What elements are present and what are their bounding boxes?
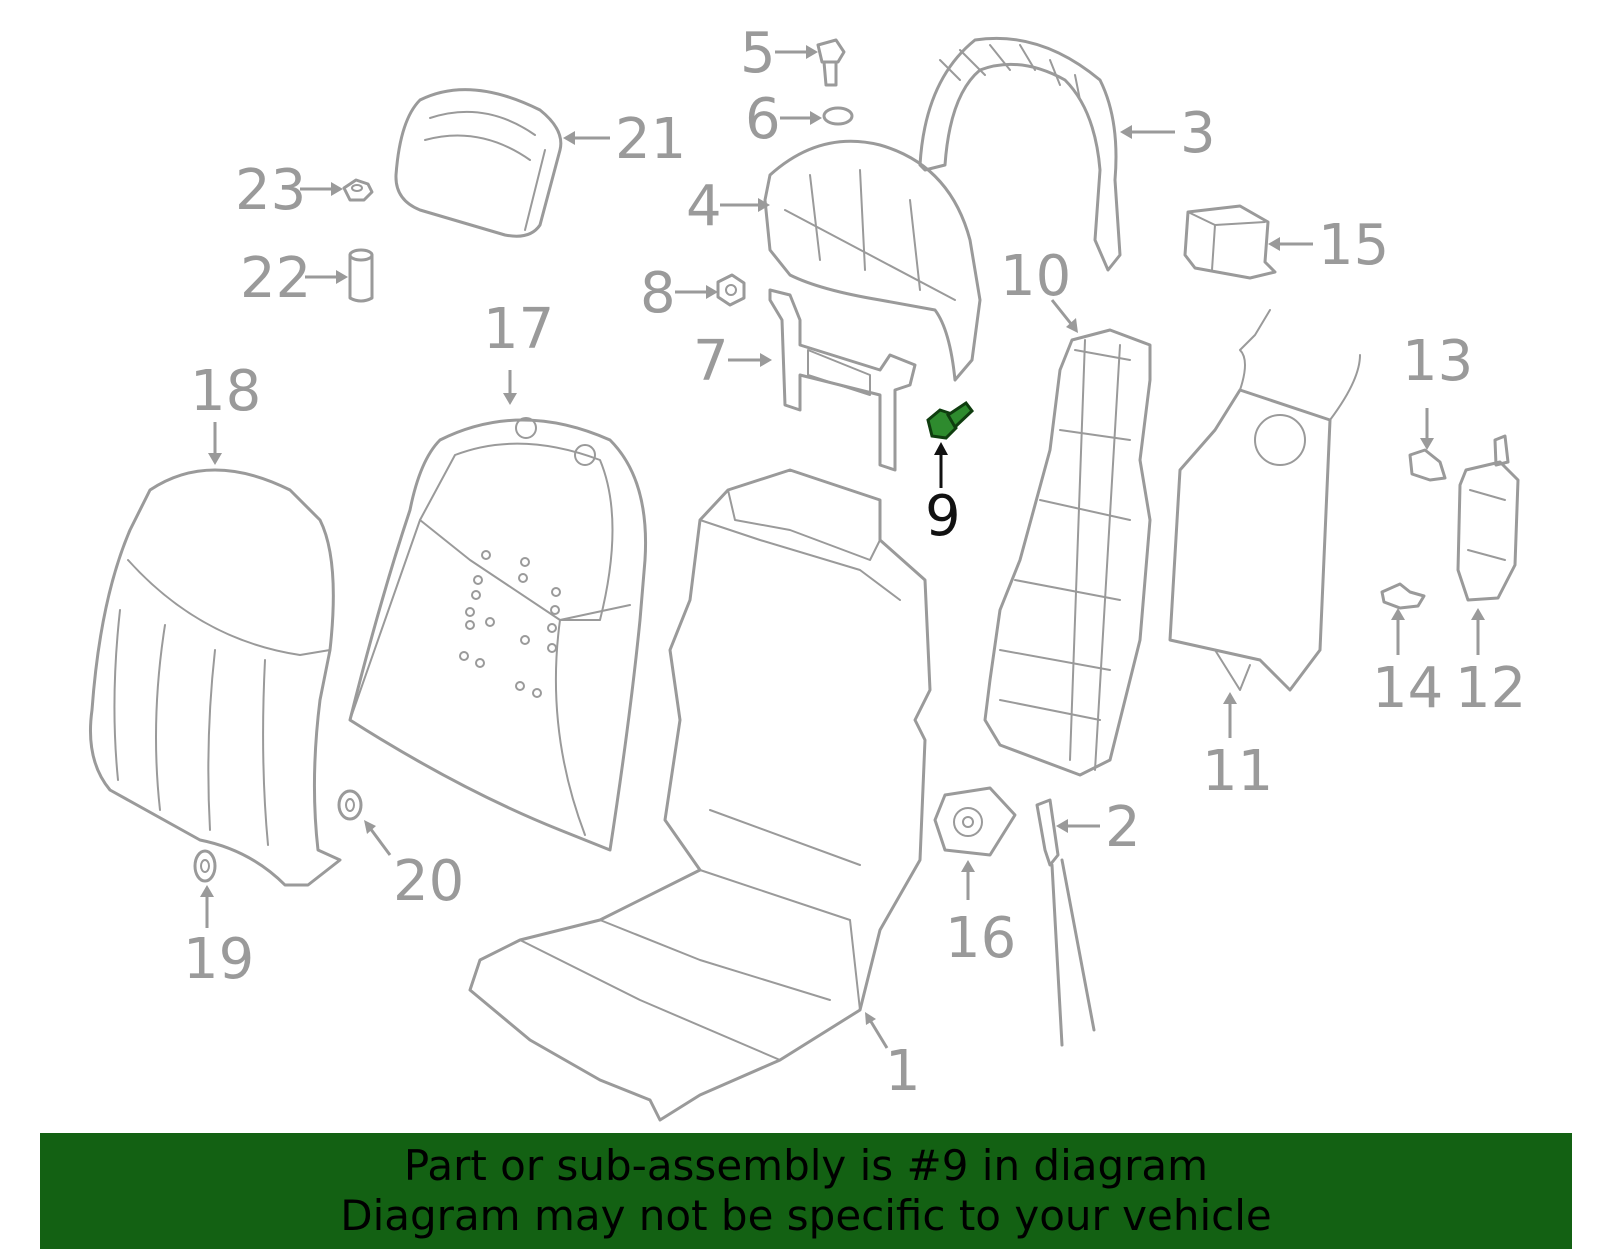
part-10-lumbar [983, 328, 1152, 777]
label-9: 9 [925, 484, 961, 549]
part-14-clip [1380, 582, 1426, 610]
part-16-motor [933, 786, 1017, 857]
label-8: 8 [640, 261, 676, 326]
part-12-module [1456, 434, 1520, 602]
label-14: 14 [1372, 656, 1443, 721]
label-4: 4 [686, 174, 722, 239]
part-1-seat-frame [468, 468, 932, 1122]
label-6: 6 [745, 87, 781, 152]
part-18-cover [88, 468, 342, 887]
info-banner: Part or sub-assembly is #9 in diagram Di… [40, 1133, 1572, 1249]
label-22: 22 [240, 246, 311, 311]
banner-line-2: Diagram may not be specific to your vehi… [340, 1191, 1272, 1240]
label-18: 18 [190, 359, 261, 424]
banner-line-1: Part or sub-assembly is #9 in diagram [403, 1141, 1209, 1190]
label-23: 23 [235, 158, 306, 223]
part-13-clip [1408, 448, 1447, 482]
label-13: 13 [1402, 329, 1473, 394]
label-3: 3 [1180, 101, 1216, 166]
part-19-grommet [193, 849, 217, 883]
part-5-bolt [816, 38, 846, 87]
part-3-upper-frame [918, 36, 1122, 272]
part-21-headrest [394, 88, 563, 238]
label-15: 15 [1318, 213, 1389, 278]
part-6-washer [822, 106, 854, 126]
part-20-grommet [337, 789, 363, 821]
label-21: 21 [615, 107, 686, 172]
label-16: 16 [945, 906, 1016, 971]
part-22-guide [348, 248, 374, 303]
part-15-module [1183, 204, 1277, 280]
part-23-nut [342, 178, 374, 202]
label-10: 10 [1000, 244, 1071, 309]
label-20: 20 [393, 849, 464, 914]
label-12: 12 [1455, 656, 1526, 721]
label-5: 5 [740, 21, 776, 86]
part-4-back-panel [763, 139, 982, 382]
part-17-pad [348, 417, 648, 852]
label-1: 1 [885, 1039, 921, 1104]
part-9-bolt-highlighted [926, 400, 975, 440]
part-7-bracket [768, 288, 917, 472]
label-2: 2 [1105, 795, 1141, 860]
label-17: 17 [483, 297, 554, 362]
label-7: 7 [693, 329, 729, 394]
label-19: 19 [183, 927, 254, 992]
part-2-rod [1035, 798, 1096, 1047]
part-11-panel [1168, 309, 1361, 692]
callouts: 1 2 3 4 5 6 7 8 9 10 [183, 21, 1526, 1104]
part-8-nut [716, 273, 746, 307]
label-11: 11 [1202, 739, 1273, 804]
